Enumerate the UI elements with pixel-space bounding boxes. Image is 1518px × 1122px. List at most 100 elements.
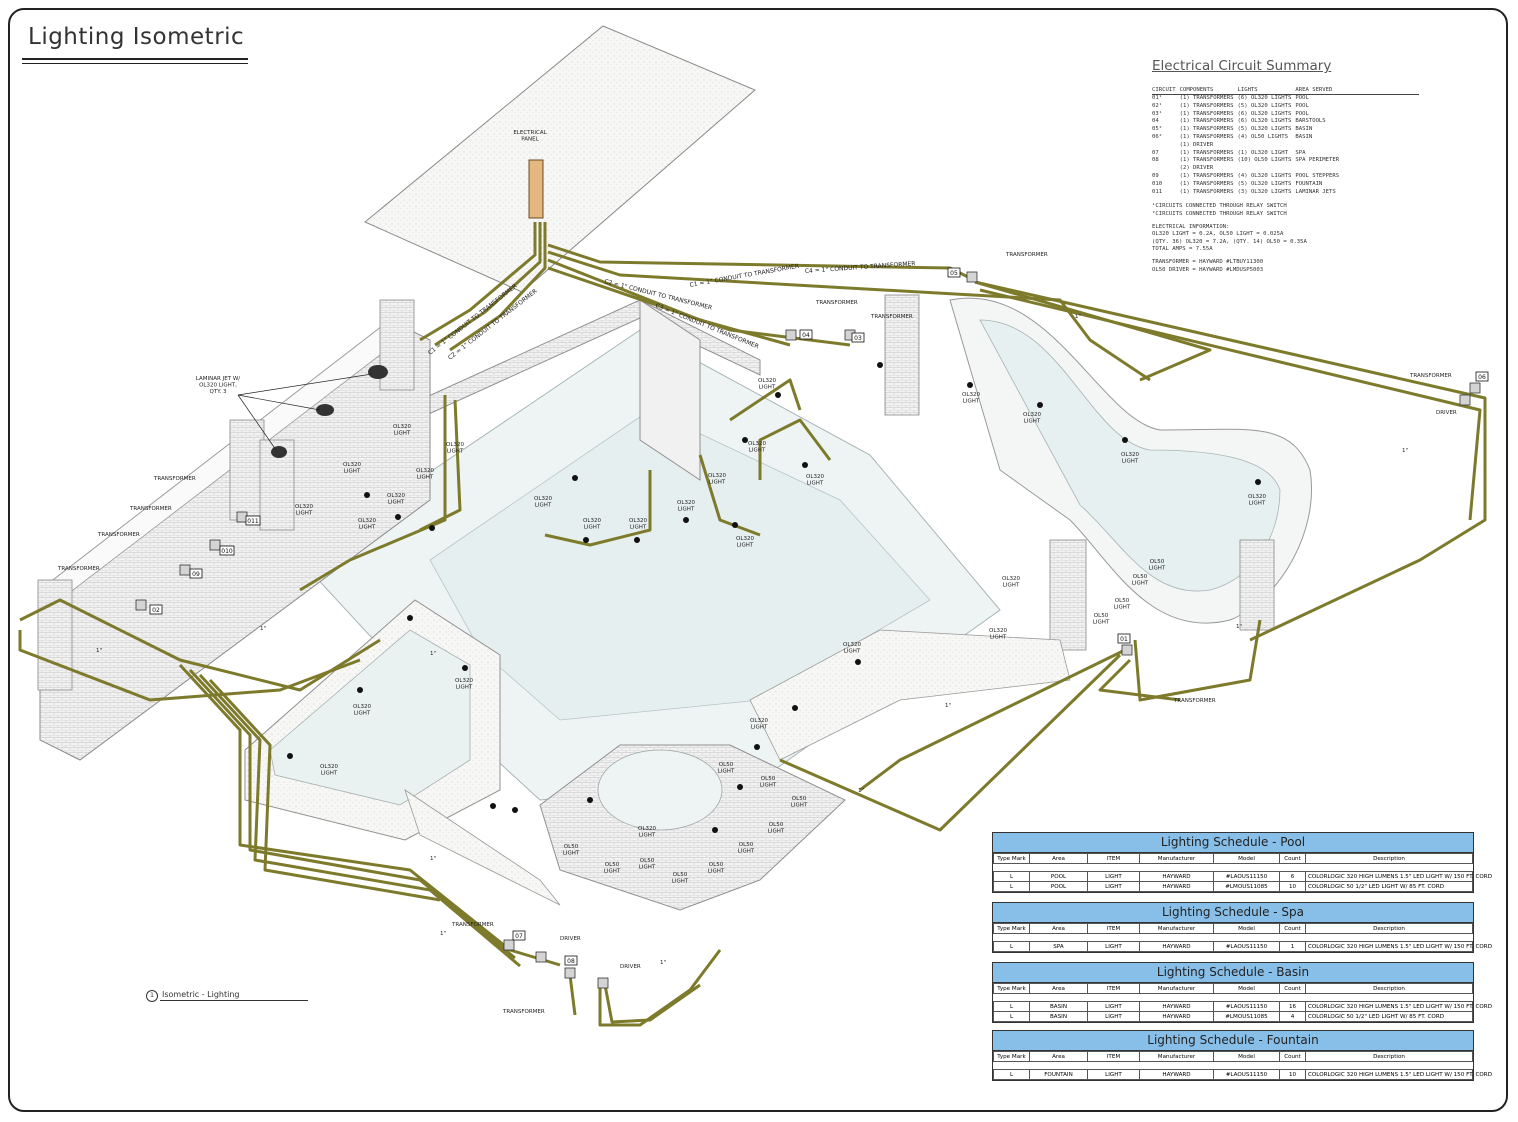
schedule-header-cell: Count [1279, 983, 1306, 994]
schedule-cell: COLORLOGIC 50 1/2" LED LIGHT W/ 85 FT. C… [1305, 881, 1473, 892]
schedule-cell: L [993, 1011, 1030, 1022]
schedule-cell: BASIN [1029, 1011, 1088, 1022]
schedule-header-cell: Type Mark [993, 983, 1030, 994]
circuit-cell: (4) OL320 LIGHTS [1237, 172, 1292, 179]
tag-011: 011 [245, 515, 261, 526]
circuit-header: CIRCUIT [1152, 87, 1180, 95]
equipment-driver: OL50 DRIVER = HAYWARD #LMDUSP5003 [1152, 266, 1264, 273]
bar-counter-l [639, 299, 701, 481]
schedule-cell: L [993, 871, 1030, 882]
schedule-header-cell: Manufacturer [1139, 1051, 1214, 1062]
tag-04: 04 [799, 329, 813, 340]
schedule-header-cell: Count [1279, 1051, 1306, 1062]
tag-08: 08 [564, 955, 578, 966]
schedule-cell: LIGHT [1087, 1011, 1140, 1022]
conduit-size-tags: 1" 1" 1" 1" 1" 1" 1" 1" 1" 1" 1" [96, 314, 1408, 966]
schedule-spacer-cell [993, 933, 1473, 942]
schedule-header-cell: Type Mark [993, 853, 1030, 864]
svg-text:04: 04 [802, 332, 810, 339]
schedule-header-cell: Area [1029, 853, 1088, 864]
circuit-cell: 01¹ [1152, 95, 1163, 101]
circuit-cell: (1) TRANSFORMERS [1179, 172, 1234, 179]
schedule-header-cell: Area [1029, 983, 1088, 994]
tag-07: 07 [512, 930, 526, 941]
svg-text:1": 1" [945, 703, 951, 709]
circuit-cell: (6) OL320 LIGHTS [1237, 110, 1292, 117]
circuit-cell: (4) OL50 LIGHTS [1237, 133, 1288, 140]
circuit-cell: LAMINAR JETS [1295, 188, 1336, 195]
circuit-row: (1) DRIVER [1152, 142, 1419, 150]
transformer-label: TRANSFORMER [1005, 252, 1048, 258]
schedule-cell: #LMOUS11085 [1213, 1011, 1280, 1022]
schedule-cell: #LAOUS11150 [1213, 1001, 1280, 1012]
schedule-header-cell: Manufacturer [1139, 853, 1214, 864]
schedule-cell: LIGHT [1087, 1069, 1140, 1080]
circuit-summary-table: CIRCUIT COMPONENTS LIGHTS AREA SERVED 01… [1152, 87, 1420, 196]
transformer-label: TRANSFORMER [97, 532, 140, 538]
circuit-cell: 011 [1152, 188, 1163, 195]
svg-text:010: 010 [221, 548, 233, 555]
schedule-cell: LIGHT [1087, 941, 1140, 952]
circuit-summary-notes: ¹CIRCUITS CONNECTED THROUGH RELAY SWITCH… [1152, 203, 1472, 274]
schedule-cell: #LMOUS11085 [1213, 881, 1280, 892]
sheet-title: Lighting Isometric [28, 24, 245, 50]
transformer-label: TRANSFORMER [1409, 373, 1452, 379]
schedule-cell: HAYWARD [1139, 1011, 1214, 1022]
circuit-cell: SPA PERIMETER [1295, 157, 1340, 164]
schedule-header-cell: ITEM [1087, 923, 1140, 934]
transformer-label: TRANSFORMER [153, 476, 196, 482]
circuit-cell: 03¹ [1152, 110, 1163, 117]
lower-ledge [404, 789, 561, 906]
light-fixtures [287, 362, 1261, 833]
circuit-cell: 09 [1152, 172, 1159, 179]
schedule-header-cell: Model [1213, 923, 1280, 934]
svg-text:1": 1" [1402, 448, 1408, 454]
circuit-cell: (1) TRANSFORMERS [1179, 126, 1234, 133]
circuit-cell: 08 [1152, 157, 1159, 164]
driver-label: DRIVER [620, 964, 641, 970]
circuit-cell: 04 [1152, 118, 1159, 125]
svg-text:01: 01 [1120, 636, 1128, 643]
svg-text:07: 07 [515, 933, 523, 940]
circuit-cell: BASIN [1295, 133, 1313, 140]
schedule-header-cell: ITEM [1087, 983, 1140, 994]
circuit-cell [1152, 142, 1180, 150]
schedule-cell: 10 [1279, 881, 1306, 892]
schedule-header-cell: ITEM [1087, 853, 1140, 864]
circuit-cell: (1) TRANSFORMERS [1179, 95, 1234, 101]
svg-text:08: 08 [567, 958, 575, 965]
spa-water [269, 629, 471, 806]
schedule-header-cell: Model [1213, 1051, 1280, 1062]
conduit-runs [18, 222, 1487, 1027]
schedule-header-cell: Manufacturer [1139, 923, 1214, 934]
schedule-cell: COLORLOGIC 320 HIGH LUMENS 1.5" LED LIGH… [1305, 941, 1492, 952]
schedule-cell: L [993, 1001, 1030, 1012]
circuit-cell: (6) OL320 LIGHTS [1237, 118, 1292, 125]
